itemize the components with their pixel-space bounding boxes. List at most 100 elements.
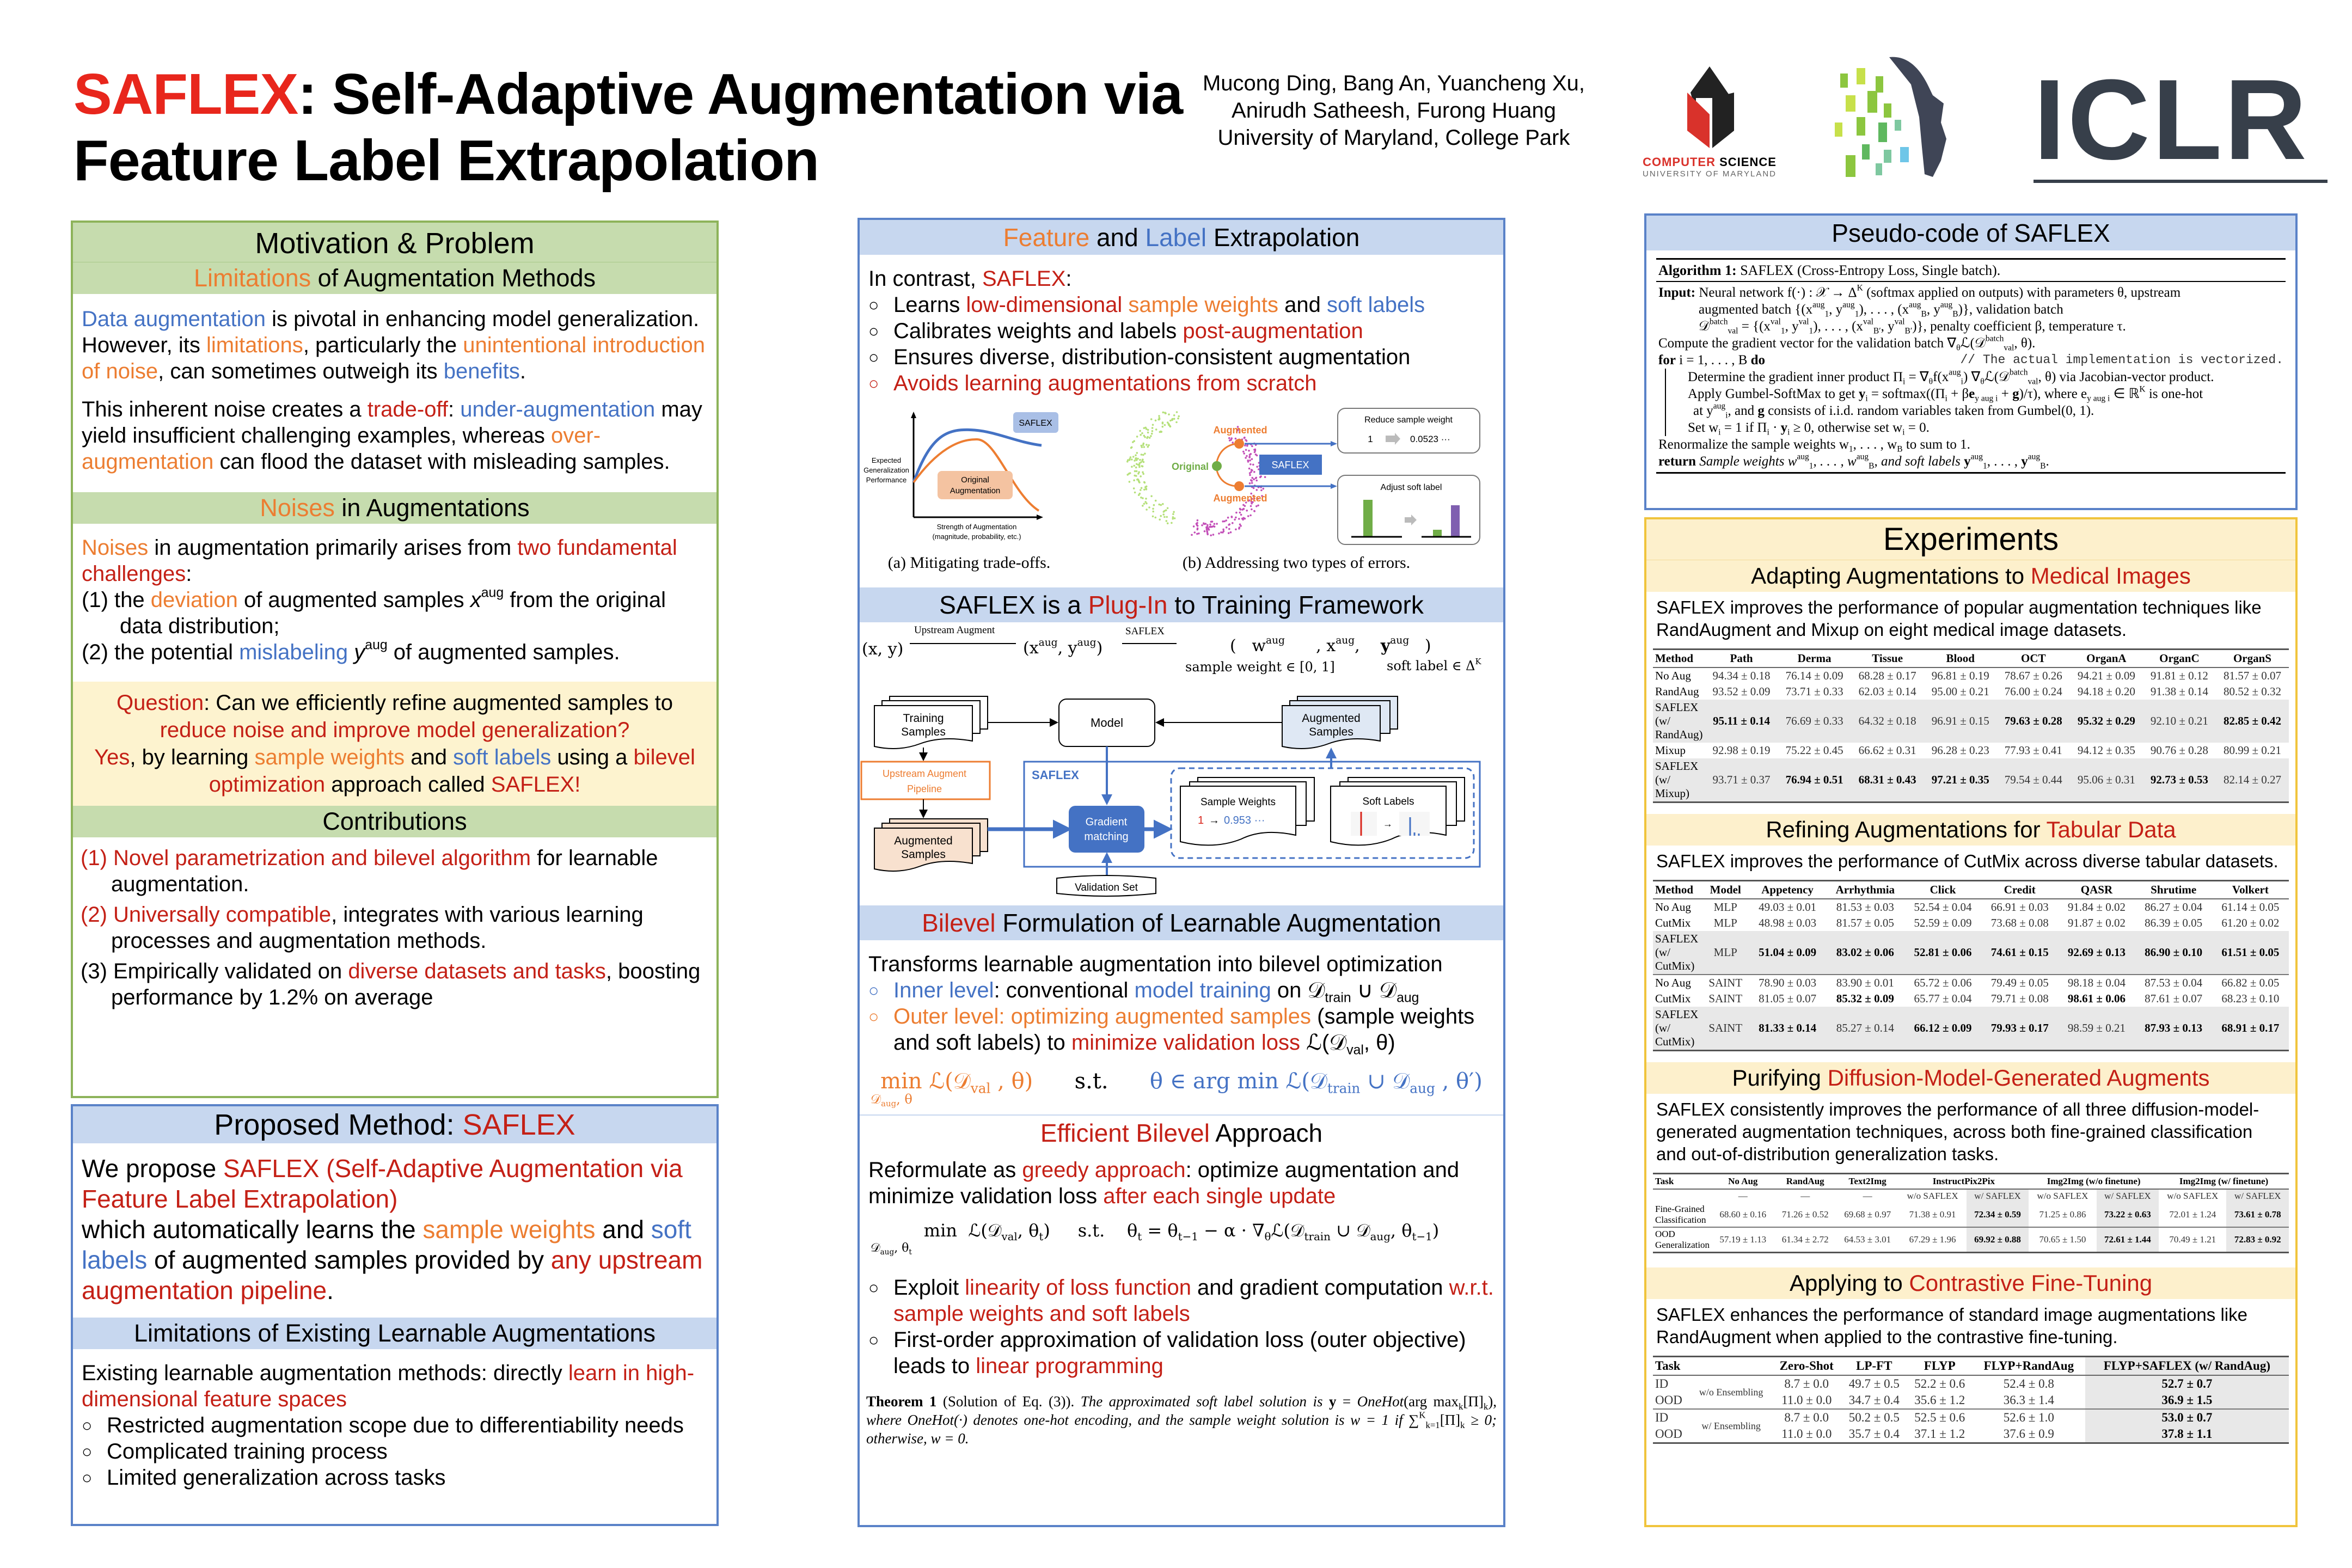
text-segment: to sum to 1. xyxy=(1902,437,1970,452)
iclr-wordmark: ICLR xyxy=(2033,56,2309,183)
scatter-point xyxy=(1206,525,1209,528)
text-segment: k=1 xyxy=(1425,1419,1440,1430)
scatter-point xyxy=(1134,460,1136,462)
eq-arrow-1 xyxy=(910,643,1016,644)
table-cell: 70.65 ± 1.50 xyxy=(2029,1227,2097,1253)
text-segment: aug xyxy=(1949,367,1961,377)
text-segment: : conventional xyxy=(994,978,1135,1002)
scatter-point xyxy=(1141,465,1143,467)
umd-logo-subtext: UNIVERSITY OF MARYLAND xyxy=(1643,169,1777,179)
scatter-point xyxy=(1126,474,1129,476)
text-segment: SAFLEX xyxy=(74,62,298,126)
b-saflex-box xyxy=(1259,455,1322,475)
scatter-point xyxy=(1135,457,1137,460)
text-segment: is one-hot xyxy=(2145,387,2203,401)
text-segment: i xyxy=(1865,394,1868,403)
text-segment: 1 xyxy=(1809,326,1814,336)
text-segment: augmented batch {(x xyxy=(1699,302,1813,317)
table-cell: 8.7 ± 0.0 xyxy=(1772,1408,1842,1426)
list-item-text: Outer level: optimizing augmented sample… xyxy=(893,1003,1494,1057)
list-item-text: Limited generalization across tasks xyxy=(107,1466,446,1490)
column-header: QASR xyxy=(2058,880,2135,899)
text-segment: sample weights xyxy=(422,1215,596,1244)
list-item: ○Inner level: conventional model trainin… xyxy=(868,977,1494,1005)
column-header: Volkert xyxy=(2212,880,2289,899)
table-cell: OOD Generalization xyxy=(1653,1227,1712,1253)
experiments-panel: Experiments Adapting Augmentations to Me… xyxy=(1644,517,2298,1527)
motivation-header: Motivation & Problem xyxy=(73,223,716,262)
table-cell: SAINT xyxy=(1708,992,1743,1005)
scatter-point xyxy=(1136,436,1138,438)
scatter-point xyxy=(1239,511,1241,514)
scatter-point xyxy=(1247,515,1250,517)
table-cell: 82.85 ± 0.42 xyxy=(2215,700,2289,743)
adjust-label-box xyxy=(1337,475,1480,545)
text-segment: soft labels xyxy=(1327,293,1425,317)
scatter-point xyxy=(1140,489,1142,491)
table-cell: 69.92 ± 0.88 xyxy=(1966,1227,2029,1253)
text-segment: unintentional introduction of noise xyxy=(82,333,706,383)
text-segment: θ xyxy=(1928,377,1933,387)
list-item: ○Exploit linearity of loss function and … xyxy=(868,1275,1494,1327)
gradient-matching-box[interactable] xyxy=(1069,806,1144,853)
scatter-point xyxy=(1171,419,1173,421)
bilevel-equation-subscript: 𝒟aug, θ xyxy=(860,1092,1503,1108)
sample-weights-label: Sample Weights xyxy=(1200,797,1276,808)
text-segment: w.r.t. sample weights and soft labels xyxy=(893,1276,1494,1326)
scatter-point xyxy=(1251,498,1253,500)
augmented-bottom-line1: Augmented xyxy=(894,835,952,847)
table-cell: 72.61 ± 1.44 xyxy=(2096,1227,2159,1253)
text-segment: ∪ 𝒟 xyxy=(1330,1220,1370,1241)
text-segment: aug xyxy=(1812,300,1825,310)
text-segment: · xyxy=(1769,420,1781,435)
scatter-point xyxy=(1212,534,1215,536)
scatter-point xyxy=(1196,524,1199,527)
scatter-point xyxy=(1250,463,1252,465)
text-segment: Noises xyxy=(82,536,149,560)
table-cell: 94.21 ± 0.09 xyxy=(2077,669,2135,682)
tabular-subheader: Refining Augmentations for Tabular Data xyxy=(1646,814,2295,846)
contrastive-paragraph: SAFLEX enhances the performance of stand… xyxy=(1656,1304,2247,1347)
text-segment: ) ∇ xyxy=(1963,370,1981,384)
table-cell: CutMix xyxy=(1655,992,1691,1005)
table-cell: Fine-Grained Classification xyxy=(1655,1204,1706,1225)
text-segment: Ensures diverse, distribution-consistent… xyxy=(893,345,1411,369)
text-segment: 𝒟 xyxy=(871,1092,881,1107)
scatter-point xyxy=(1196,528,1199,531)
text-segment xyxy=(1122,293,1128,317)
column-header: Model xyxy=(1702,880,1749,899)
table-cell: 96.81 ± 0.19 xyxy=(1931,669,1989,682)
umd-cube-icon xyxy=(1687,66,1734,148)
scatter-point xyxy=(1227,532,1230,534)
text-segment: aug xyxy=(365,638,388,653)
scatter-point xyxy=(1230,437,1233,439)
scatter-point xyxy=(1140,444,1143,447)
list-item-text: Inner level: conventional model training… xyxy=(893,977,1419,1005)
table-cell: 95.32 ± 0.29 xyxy=(2069,700,2143,743)
text-segment: , θ xyxy=(1017,1220,1039,1241)
text-segment: val xyxy=(1798,317,1809,327)
scatter-point xyxy=(1139,430,1141,432)
gradient-line2: matching xyxy=(1084,831,1128,843)
scatter-point xyxy=(1175,411,1178,413)
text-segment: (3) Empirically validated on xyxy=(81,959,348,983)
text-segment: under-augmentation xyxy=(460,397,656,421)
scatter-point xyxy=(1150,418,1153,420)
table-cell: 66.82 ± 0.05 xyxy=(2212,974,2289,991)
scatter-point xyxy=(1235,528,1237,531)
text-segment: (2) Universally compatible xyxy=(81,903,332,927)
bullet-icon: ○ xyxy=(82,1442,93,1461)
text-segment: , θ) xyxy=(990,1069,1033,1094)
table-cell: 51.04 ± 0.09 xyxy=(1749,931,1826,975)
text-segment: minimize validation loss xyxy=(1071,1031,1301,1055)
efficient-equation-subscript: 𝒟aug, θt xyxy=(860,1241,1503,1256)
scatter-point xyxy=(1203,522,1205,524)
tabular-paragraph: SAFLEX improves the performance of CutMi… xyxy=(1656,851,2278,871)
scatter-point xyxy=(1172,518,1174,520)
text-segment: of augmented samples xyxy=(237,588,470,612)
table-cell: No Aug xyxy=(1655,901,1691,914)
text-segment: : xyxy=(448,397,461,421)
text-segment: y aug i xyxy=(2087,394,2110,403)
